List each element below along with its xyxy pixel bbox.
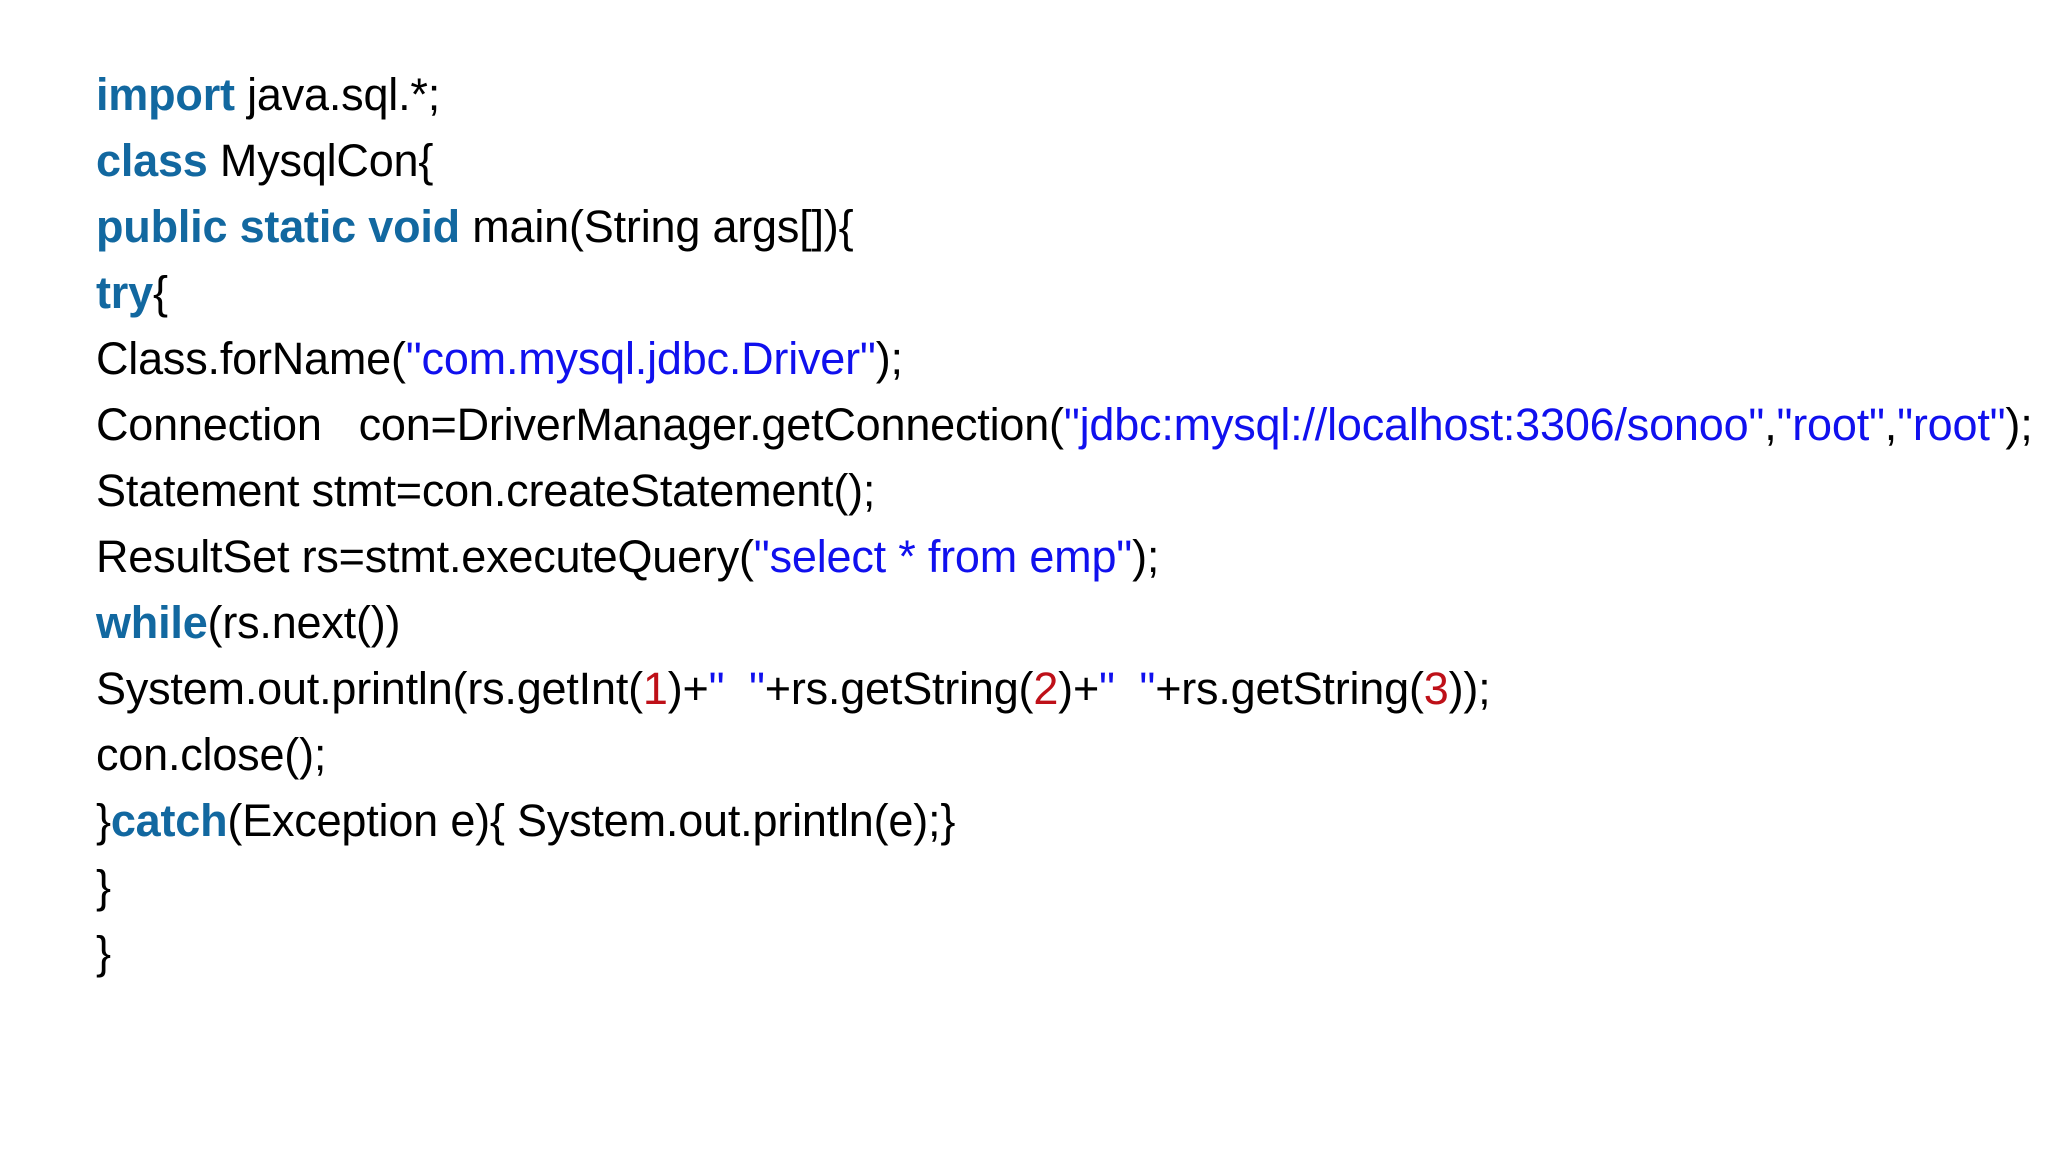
code-token-plain: MysqlCon{ xyxy=(207,135,434,186)
code-token-str: "root" xyxy=(1776,399,1885,450)
code-line: Statement stmt=con.createStatement(); xyxy=(96,458,1976,524)
code-token-plain: )+ xyxy=(1058,663,1100,714)
code-block: import java.sql.*;class MysqlCon{public … xyxy=(96,62,2033,986)
code-token-kw: try xyxy=(96,267,153,318)
code-line: }catch(Exception e){ System.out.println(… xyxy=(96,788,1976,854)
code-token-kw: while xyxy=(96,597,208,648)
code-line: } xyxy=(96,854,1976,920)
code-line: class MysqlCon{ xyxy=(96,128,1976,194)
code-token-plain: con.close(); xyxy=(96,729,327,780)
code-line: } xyxy=(96,920,1976,986)
code-line: con.close(); xyxy=(96,722,1976,788)
code-token-str: "com.mysql.jdbc.Driver" xyxy=(405,333,876,384)
code-token-plain: ); xyxy=(2005,399,2033,450)
code-token-plain: )); xyxy=(1448,663,1491,714)
code-token-plain: Connection con=DriverManager.getConnecti… xyxy=(96,399,1064,450)
code-token-plain: main(String args[]){ xyxy=(459,201,854,252)
code-token-str: "jdbc:mysql://localhost:3306/sonoo" xyxy=(1063,399,1765,450)
code-token-kw: catch xyxy=(110,795,228,846)
code-token-plain: Class.forName( xyxy=(96,333,406,384)
code-token-plain: ResultSet rs=stmt.executeQuery( xyxy=(96,531,754,582)
code-token-plain: +rs.getString( xyxy=(1155,663,1424,714)
code-token-kw: public static void xyxy=(96,201,460,252)
code-token-plain: +rs.getString( xyxy=(764,663,1034,714)
code-token-plain: { xyxy=(152,267,168,318)
code-token-num: 1 xyxy=(642,663,668,714)
code-token-plain: (rs.next()) xyxy=(207,597,401,648)
code-token-plain: ); xyxy=(875,333,903,384)
code-token-str: " " xyxy=(1099,663,1156,714)
code-token-str: " " xyxy=(708,663,765,714)
code-token-num: 2 xyxy=(1033,663,1059,714)
code-token-kw: import xyxy=(96,69,235,120)
code-token-plain: , xyxy=(1884,399,1898,450)
code-token-plain: Statement stmt=con.createStatement(); xyxy=(96,465,876,516)
code-line: try{ xyxy=(96,260,1976,326)
code-token-plain: ); xyxy=(1132,531,1160,582)
code-token-plain: , xyxy=(1764,399,1777,450)
code-line: System.out.println(rs.getInt(1)+" "+rs.g… xyxy=(96,656,1976,722)
code-token-plain: System.out.println(rs.getInt( xyxy=(96,663,643,714)
code-line: Class.forName("com.mysql.jdbc.Driver"); xyxy=(96,326,1976,392)
code-token-str: "root" xyxy=(1897,399,2006,450)
code-line: public static void main(String args[]){ xyxy=(96,194,1976,260)
code-token-plain: (Exception e){ System.out.println(e);} xyxy=(227,795,956,846)
code-line: while(rs.next()) xyxy=(96,590,1976,656)
code-line: import java.sql.*; xyxy=(96,62,1976,128)
code-token-plain: )+ xyxy=(667,663,709,714)
code-token-plain: } xyxy=(96,927,111,978)
code-line: ResultSet rs=stmt.executeQuery("select *… xyxy=(96,524,1976,590)
code-token-str: "select * from emp" xyxy=(753,531,1133,582)
code-token-kw: class xyxy=(96,135,208,186)
code-token-num: 3 xyxy=(1423,663,1449,714)
code-token-plain: } xyxy=(96,795,111,846)
code-line: Connection con=DriverManager.getConnecti… xyxy=(96,392,2033,458)
code-token-plain: } xyxy=(96,861,111,912)
code-token-plain: java.sql.*; xyxy=(234,69,440,120)
